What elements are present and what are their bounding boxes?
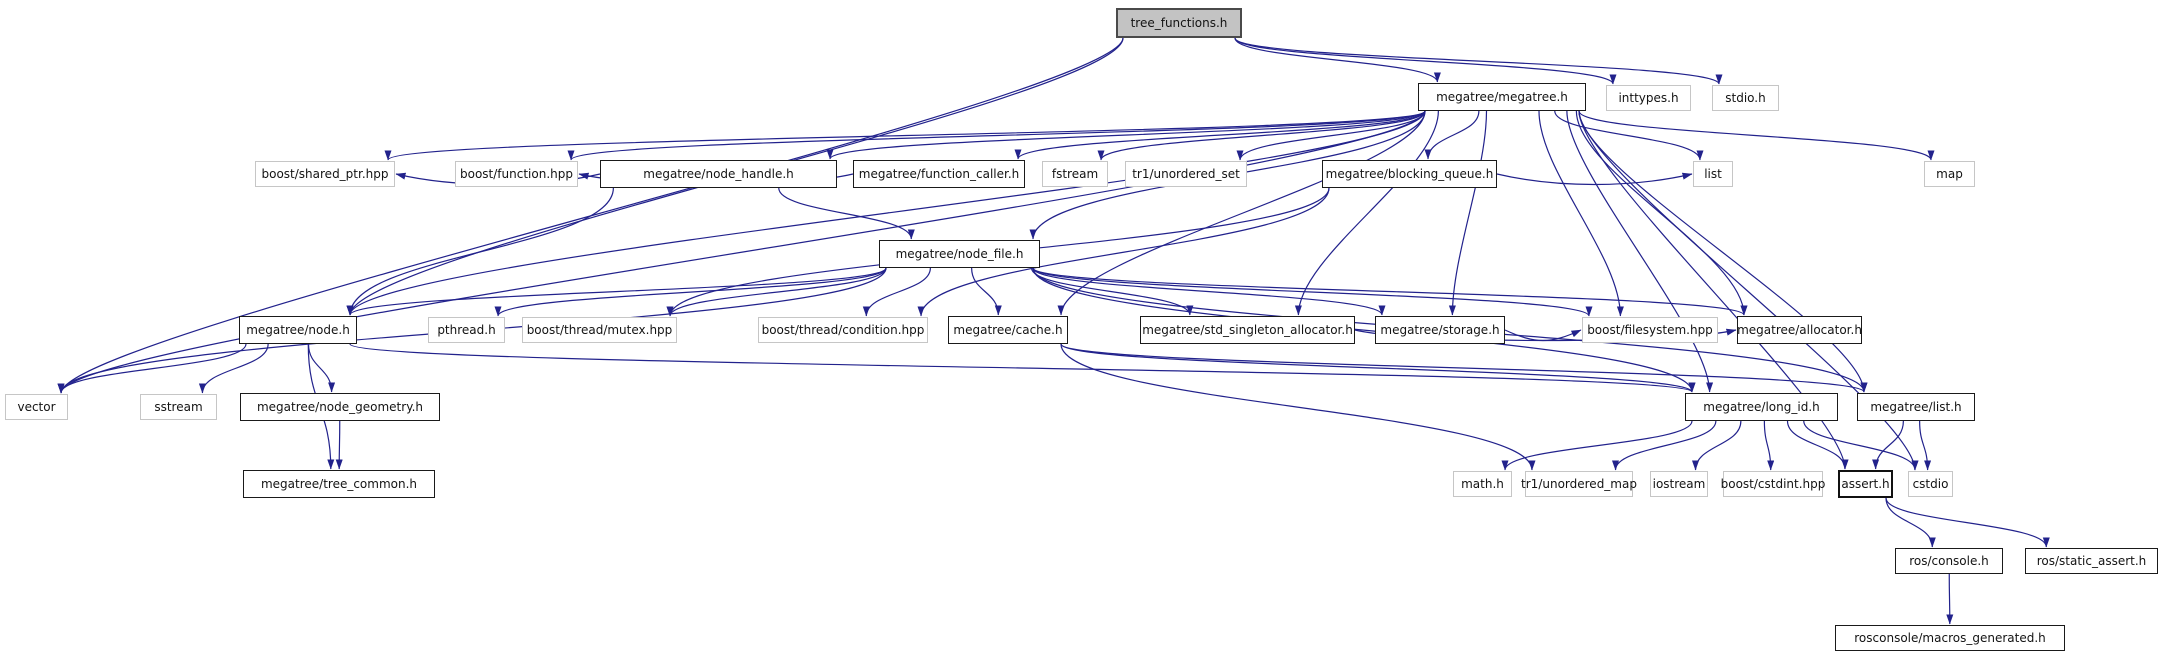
node-label: megatree/megatree.h	[1436, 90, 1568, 104]
node-label: list	[1704, 167, 1722, 181]
node-label: math.h	[1461, 477, 1504, 491]
graph-node-static_assert[interactable]: ros/static_assert.h	[2025, 548, 2158, 574]
node-label: megatree/cache.h	[953, 323, 1063, 337]
node-label: tree_functions.h	[1130, 16, 1228, 30]
node-label: boost/filesystem.hpp	[1587, 323, 1713, 337]
graph-node-function_caller[interactable]: megatree/function_caller.h	[853, 160, 1025, 188]
graph-node-stdio: stdio.h	[1712, 85, 1779, 111]
graph-node-boost_function: boost/function.hpp	[455, 161, 578, 187]
graph-node-cstdint: boost/cstdint.hpp	[1720, 471, 1826, 497]
node-label: boost/thread/mutex.hpp	[526, 323, 673, 337]
graph-node-node[interactable]: megatree/node.h	[239, 316, 357, 344]
node-label: boost/cstdint.hpp	[1720, 477, 1826, 491]
node-label: boost/thread/condition.hpp	[761, 323, 925, 337]
graph-node-shared_ptr: boost/shared_ptr.hpp	[255, 161, 395, 187]
graph-node-ros_console[interactable]: ros/console.h	[1895, 548, 2003, 574]
graph-node-unordered_map: tr1/unordered_map	[1521, 471, 1637, 497]
node-label: cstdio	[1912, 477, 1949, 491]
graph-node-assert[interactable]: assert.h	[1838, 470, 1893, 498]
graph-node-cstdio: cstdio	[1908, 471, 1953, 497]
graph-node-node_geometry[interactable]: megatree/node_geometry.h	[240, 393, 440, 421]
node-label: rosconsole/macros_generated.h	[1854, 631, 2046, 645]
graph-node-pthread: pthread.h	[428, 317, 505, 343]
node-label: megatree/node_file.h	[895, 247, 1024, 261]
node-label: megatree/node_geometry.h	[256, 400, 424, 414]
graph-node-condition: boost/thread/condition.hpp	[758, 317, 928, 343]
graph-node-blocking_queue[interactable]: megatree/blocking_queue.h	[1322, 160, 1497, 188]
graph-node-node_handle[interactable]: megatree/node_handle.h	[600, 160, 837, 188]
node-label: megatree/tree_common.h	[260, 477, 418, 491]
node-label: megatree/std_singleton_allocator.h	[1142, 323, 1353, 337]
graph-node-tree_common[interactable]: megatree/tree_common.h	[243, 470, 435, 498]
graph-node-list_h[interactable]: megatree/list.h	[1857, 393, 1975, 421]
node-label: megatree/node.h	[246, 323, 350, 337]
graph-node-fstream: fstream	[1042, 161, 1108, 187]
graph-node-macros_generated[interactable]: rosconsole/macros_generated.h	[1835, 625, 2065, 651]
node-label: inttypes.h	[1618, 91, 1679, 105]
graph-node-std_singleton[interactable]: megatree/std_singleton_allocator.h	[1140, 316, 1355, 344]
graph-node-sstream: sstream	[140, 394, 217, 420]
graph-node-storage[interactable]: megatree/storage.h	[1375, 316, 1505, 344]
node-label: megatree/blocking_queue.h	[1325, 167, 1494, 181]
node-label: fstream	[1051, 167, 1099, 181]
node-label: tr1/unordered_set	[1132, 167, 1240, 181]
node-label: ros/static_assert.h	[2036, 554, 2147, 568]
node-label: megatree/list.h	[1870, 400, 1962, 414]
node-label: megatree/allocator.h	[1737, 323, 1862, 337]
node-label: megatree/long_id.h	[1703, 400, 1820, 414]
node-label: boost/function.hpp	[460, 167, 573, 181]
node-label: boost/shared_ptr.hpp	[261, 167, 389, 181]
node-label: ros/console.h	[1909, 554, 1989, 568]
node-label: map	[1936, 167, 1963, 181]
graph-node-vector: vector	[5, 394, 68, 420]
graph-node-unordered_set: tr1/unordered_set	[1125, 161, 1247, 187]
node-label: megatree/storage.h	[1380, 323, 1500, 337]
graph-node-inttypes: inttypes.h	[1606, 85, 1691, 111]
node-label: pthread.h	[437, 323, 496, 337]
node-label: megatree/node_handle.h	[643, 167, 794, 181]
node-label: sstream	[154, 400, 203, 414]
graph-node-mutex: boost/thread/mutex.hpp	[522, 317, 677, 343]
graph-node-cache[interactable]: megatree/cache.h	[948, 316, 1068, 344]
graph-node-math: math.h	[1453, 471, 1512, 497]
graph-node-long_id[interactable]: megatree/long_id.h	[1685, 393, 1838, 421]
graph-node-node_file[interactable]: megatree/node_file.h	[879, 240, 1040, 268]
node-label: vector	[17, 400, 56, 414]
graph-node-list_std: list	[1693, 161, 1733, 187]
graph-node-filesystem: boost/filesystem.hpp	[1582, 317, 1718, 343]
graph-node-allocator[interactable]: megatree/allocator.h	[1737, 316, 1862, 344]
node-label: iostream	[1652, 477, 1706, 491]
graph-node-map_std: map	[1924, 161, 1975, 187]
graph-node-megatree[interactable]: megatree/megatree.h	[1418, 83, 1586, 111]
node-label: megatree/function_caller.h	[858, 167, 1020, 181]
node-label: tr1/unordered_map	[1521, 477, 1637, 491]
node-label: assert.h	[1841, 477, 1890, 491]
node-label: stdio.h	[1725, 91, 1766, 105]
graph-node-iostream: iostream	[1650, 471, 1708, 497]
graph-node-tree_functions[interactable]: tree_functions.h	[1116, 8, 1242, 38]
